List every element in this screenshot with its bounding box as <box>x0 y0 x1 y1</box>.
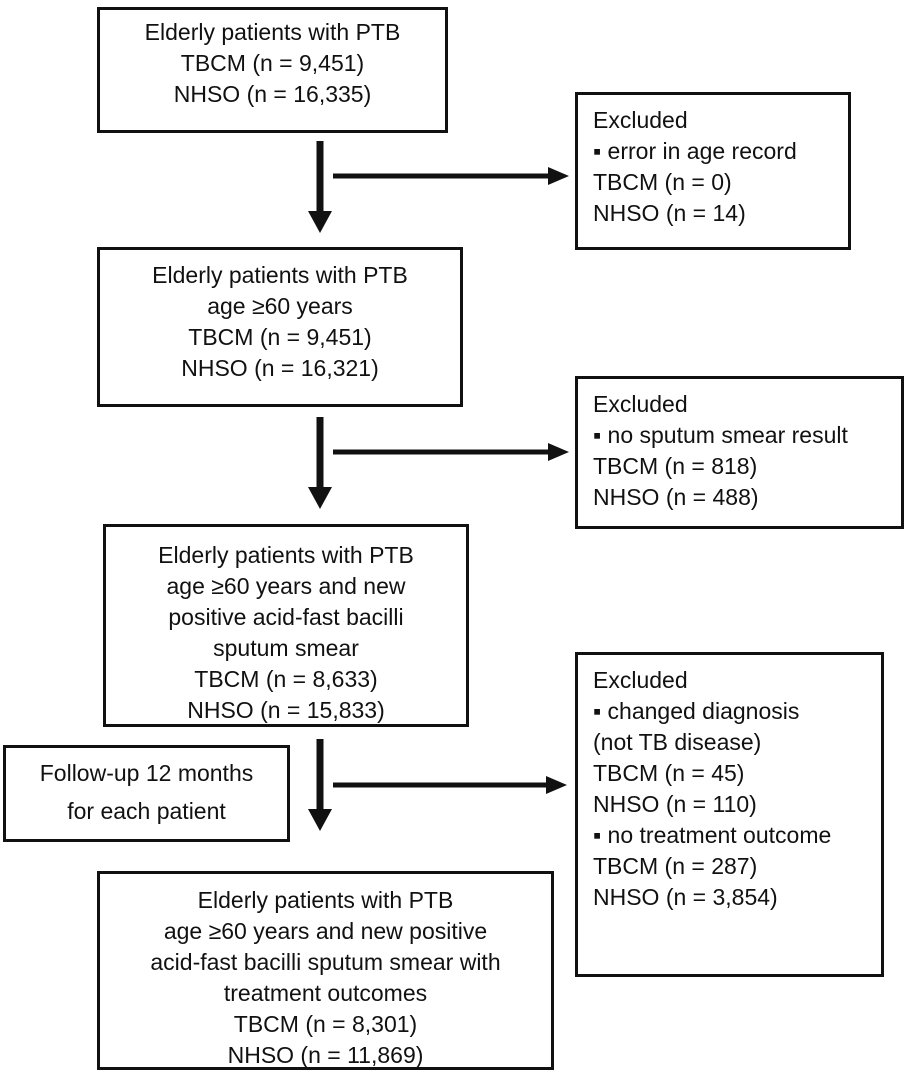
text-line: Elderly patients with PTB <box>152 262 408 288</box>
text-line: NHSO (n = 15,833) <box>187 697 385 723</box>
text-line: TBCM (n = 0) <box>593 169 732 195</box>
box-cohort-initial: Elderly patients with PTB TBCM (n = 9,45… <box>97 7 448 133</box>
text-line: NHSO (n = 488) <box>593 484 759 510</box>
arrow-right-excluded-2 <box>333 443 569 461</box>
text-line: TBCM (n = 8,633) <box>194 666 378 692</box>
text-line: Excluded <box>593 391 688 417</box>
text-line: NHSO (n = 14) <box>593 200 746 226</box>
text-line: NHSO (n = 16,335) <box>173 81 372 107</box>
text-line: Elderly patients with PTB <box>158 542 414 568</box>
text-line: acid-fast bacilli sputum smear with <box>150 949 501 975</box>
text-line: Excluded <box>593 667 688 693</box>
arrow-right-excluded-3 <box>333 776 567 794</box>
text-line: Elderly patients with PTB <box>197 887 454 913</box>
text-line: age ≥60 years <box>207 293 353 319</box>
text-line: treatment outcomes <box>223 980 428 1006</box>
text-line: TBCM (n = 45) <box>593 760 745 786</box>
text-line: positive acid-fast bacilli <box>168 604 404 630</box>
text-line: age ≥60 years and new <box>166 573 406 599</box>
arrow-down-1 <box>308 141 332 233</box>
text-line: ▪ error in age record <box>593 138 797 164</box>
text-line: sputum smear <box>213 635 359 661</box>
text-line: ▪ no sputum smear result <box>593 422 848 448</box>
text-line: age ≥60 years and new positive <box>163 918 488 944</box>
text-line: ▪ changed diagnosis <box>593 698 800 724</box>
text-line: Excluded <box>593 107 688 133</box>
text-line: for each patient <box>67 798 226 824</box>
text-line: TBCM (n = 818) <box>593 453 758 479</box>
text-line: TBCM (n = 9,451) <box>188 324 372 350</box>
box-cohort-age60: Elderly patients with PTB age ≥60 years … <box>97 247 463 407</box>
text-line: Elderly patients with PTB <box>144 19 401 45</box>
box-excluded-age-error: Excluded ▪ error in age record TBCM (n =… <box>575 92 851 250</box>
arrow-right-excluded-1 <box>333 167 569 185</box>
text-line: (not TB disease) <box>593 729 762 755</box>
box-cohort-smear-positive: Elderly patients with PTB age ≥60 years … <box>103 524 469 727</box>
text-line: TBCM (n = 9,451) <box>180 50 365 76</box>
box-cohort-with-outcomes: Elderly patients with PTB age ≥60 years … <box>97 871 554 1070</box>
text-line: NHSO (n = 3,854) <box>593 884 778 910</box>
box-excluded-outcome: Excluded ▪ changed diagnosis (not TB dis… <box>575 652 884 977</box>
text-line: Follow-up 12 months <box>39 760 254 786</box>
arrow-down-2 <box>308 417 332 509</box>
text-line: NHSO (n = 16,321) <box>181 355 379 381</box>
box-excluded-no-smear: Excluded ▪ no sputum smear result TBCM (… <box>575 376 904 529</box>
text-line: NHSO (n = 11,869) <box>227 1042 424 1068</box>
text-line: NHSO (n = 110) <box>593 791 757 817</box>
box-followup-note: Follow-up 12 months for each patient <box>3 745 290 842</box>
arrow-down-3 <box>308 739 332 831</box>
text-line: TBCM (n = 8,301) <box>233 1011 418 1037</box>
text-line: TBCM (n = 287) <box>593 853 758 879</box>
text-line: ▪ no treatment outcome <box>593 822 832 848</box>
